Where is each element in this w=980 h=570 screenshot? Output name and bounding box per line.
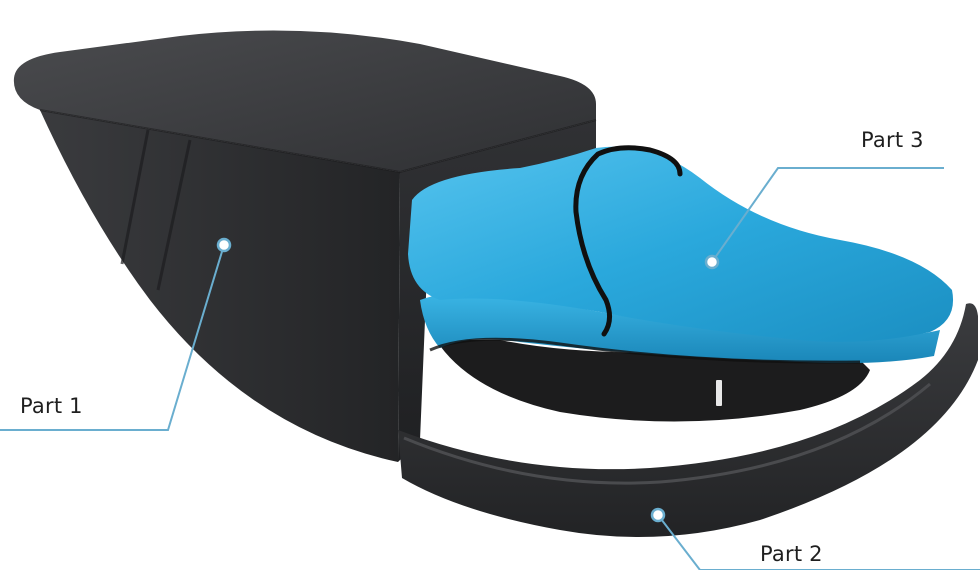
callout-label-part3: Part 3	[861, 128, 924, 152]
callout-label-part1: Part 1	[20, 394, 83, 418]
blue-liner	[408, 147, 953, 364]
callout-dot-part1	[218, 239, 230, 251]
callout-dot-part2	[652, 509, 664, 521]
callout-dot-part3	[706, 256, 718, 268]
inner-tag	[716, 380, 722, 406]
callout-label-part2: Part 2	[760, 542, 823, 566]
